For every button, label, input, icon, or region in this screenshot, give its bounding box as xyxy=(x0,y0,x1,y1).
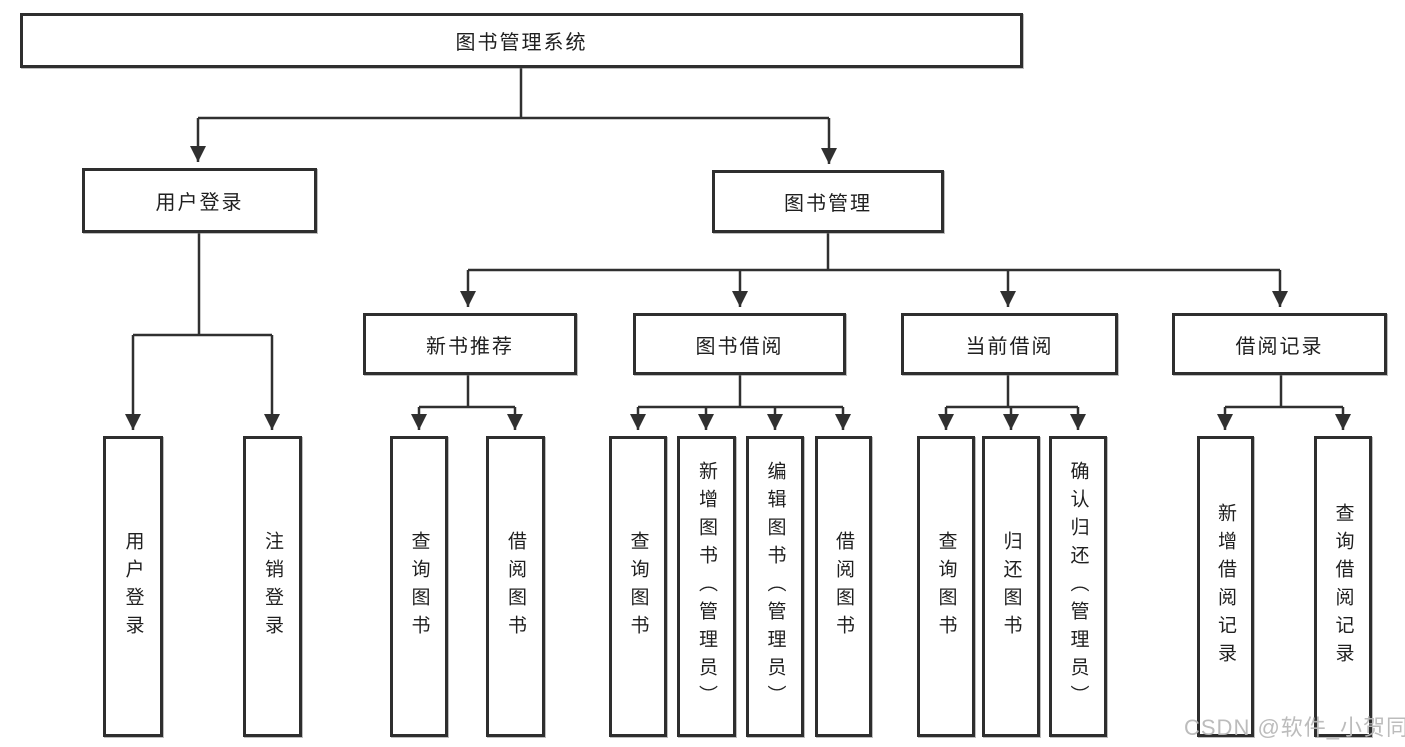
node-leaf-query-book-3: 查询图书 xyxy=(917,436,975,737)
csdn-watermark: CSDN @软件_小贺同学 xyxy=(1184,715,1405,740)
node-label: 用户登录 xyxy=(155,192,244,214)
node-user-login-module: 用户登录 xyxy=(82,168,317,233)
node-leaf-logout: 注销登录 xyxy=(243,436,302,737)
node-book-borrow: 图书借阅 xyxy=(633,313,846,375)
node-label: 查询图书 xyxy=(408,530,430,643)
node-label: 查询图书 xyxy=(627,530,649,643)
node-current-borrow: 当前借阅 xyxy=(901,313,1118,375)
node-root-system: 图书管理系统 xyxy=(20,13,1023,68)
node-label: 归还图书 xyxy=(1000,530,1022,643)
node-label: 查询借阅记录 xyxy=(1332,502,1354,671)
node-label: 当前借阅 xyxy=(965,335,1054,358)
node-label: 图书管理系统 xyxy=(455,32,588,54)
node-label: 借阅图书 xyxy=(505,530,526,643)
node-leaf-query-borrow-record: 查询借阅记录 xyxy=(1314,436,1372,737)
node-leaf-return-book: 归还图书 xyxy=(982,436,1040,737)
node-leaf-borrow-book-1: 借阅图书 xyxy=(486,436,545,737)
node-label: 新书推荐 xyxy=(426,335,514,358)
node-new-book-recommend: 新书推荐 xyxy=(363,313,577,375)
node-label: 借阅记录 xyxy=(1235,335,1324,358)
node-label: 用户登录 xyxy=(122,530,144,643)
node-label: 借阅图书 xyxy=(833,530,854,643)
node-leaf-borrow-book-2: 借阅图书 xyxy=(815,436,872,737)
node-leaf-query-book-1: 查询图书 xyxy=(390,436,448,737)
node-label: 图书借阅 xyxy=(695,335,784,358)
node-label: 注销登录 xyxy=(262,530,283,643)
node-label: 新增借阅记录 xyxy=(1215,502,1236,671)
node-leaf-edit-book-admin: 编辑图书（管理员） xyxy=(746,436,804,737)
node-label: 编辑图书（管理员） xyxy=(764,460,786,713)
node-leaf-add-book-admin: 新增图书（管理员） xyxy=(677,436,736,737)
node-label: 确认归还（管理员） xyxy=(1067,460,1089,713)
node-leaf-add-borrow-record: 新增借阅记录 xyxy=(1197,436,1254,737)
node-label: 新增图书（管理员） xyxy=(696,460,717,713)
node-leaf-confirm-return-admin: 确认归还（管理员） xyxy=(1049,436,1107,737)
node-leaf-query-book-2: 查询图书 xyxy=(609,436,667,737)
node-book-management: 图书管理 xyxy=(712,170,944,233)
node-label: 查询图书 xyxy=(935,530,957,643)
node-borrow-records: 借阅记录 xyxy=(1172,313,1387,375)
node-label: 图书管理 xyxy=(784,193,872,215)
node-leaf-user-login: 用户登录 xyxy=(103,436,163,737)
